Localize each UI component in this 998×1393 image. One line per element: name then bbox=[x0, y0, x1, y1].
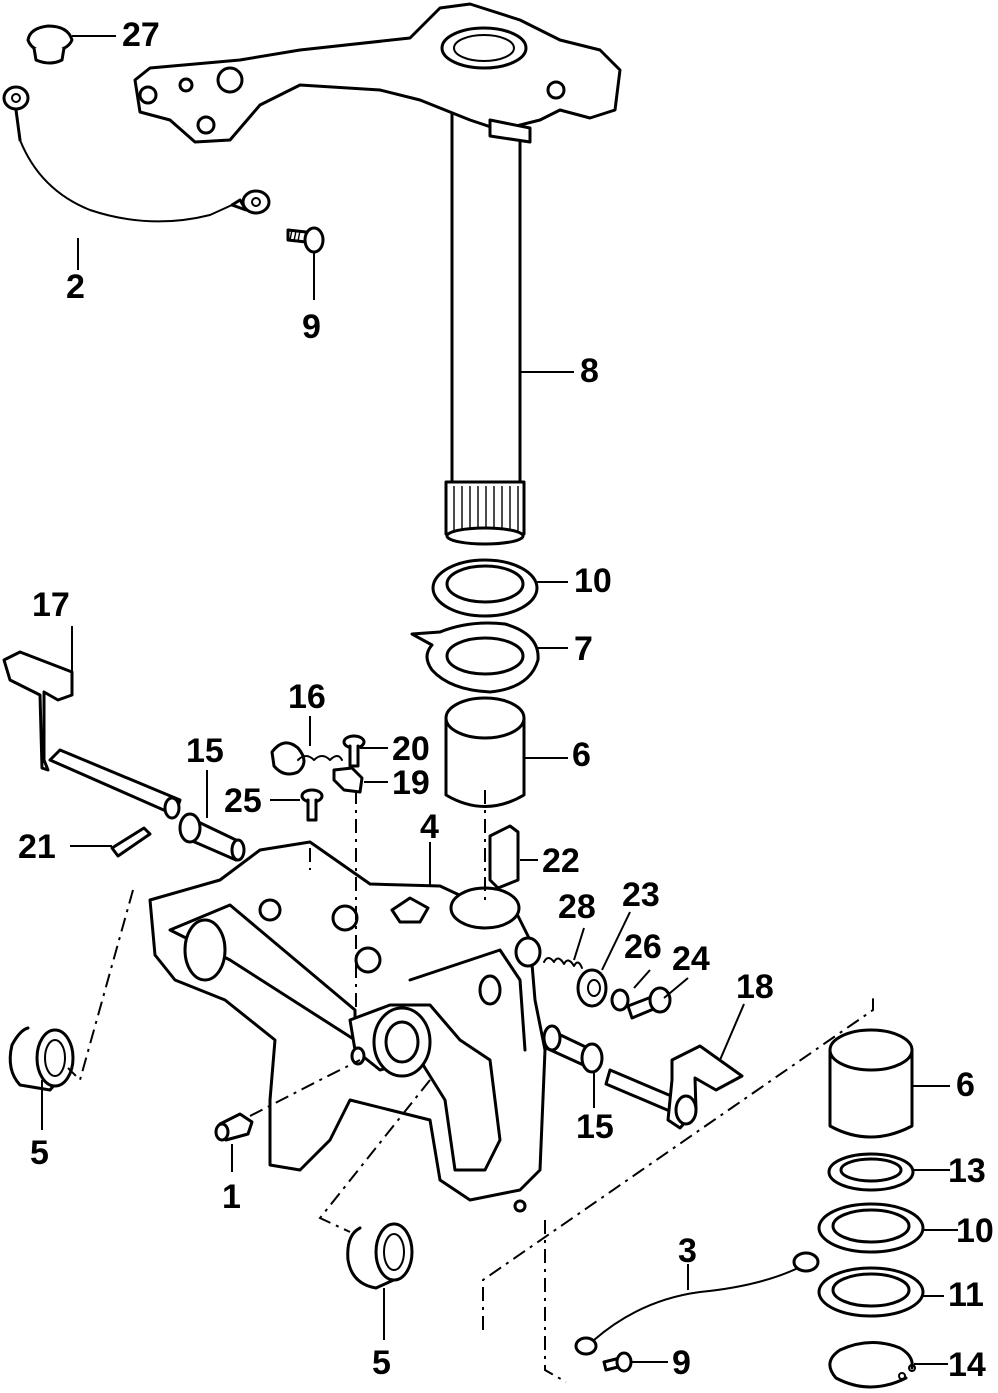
callout-7: 7 bbox=[574, 630, 593, 668]
callout-23: 23 bbox=[622, 876, 660, 914]
callout-28: 28 bbox=[558, 888, 596, 926]
callout-22: 22 bbox=[542, 842, 580, 880]
callout-9-top: 9 bbox=[302, 308, 321, 346]
part-bushing-5-bottom bbox=[346, 1222, 414, 1290]
callout-18: 18 bbox=[736, 968, 774, 1006]
part-spring-16 bbox=[270, 741, 343, 776]
part-snap-ring-14 bbox=[828, 1341, 916, 1389]
part-washer-10-top bbox=[431, 558, 539, 618]
callout-9-bottom: 9 bbox=[672, 1344, 691, 1382]
part-nut-23 bbox=[576, 968, 608, 1008]
part-ground-wire-bottom bbox=[574, 1251, 820, 1356]
leader-lines bbox=[41, 35, 958, 1365]
callout-6-top: 6 bbox=[572, 736, 591, 774]
callout-27: 27 bbox=[122, 16, 160, 54]
part-screw-bottom bbox=[602, 1351, 633, 1373]
part-screw-25 bbox=[300, 788, 324, 822]
part-washer-26 bbox=[610, 988, 630, 1012]
callout-3: 3 bbox=[678, 1232, 697, 1270]
callout-14: 14 bbox=[948, 1346, 986, 1384]
part-tilt-lever-17 bbox=[2, 650, 182, 820]
callout-15-right: 15 bbox=[576, 1108, 614, 1146]
callout-6-right: 6 bbox=[956, 1066, 975, 1104]
part-clamp-bracket-4 bbox=[148, 840, 547, 1213]
part-lock-plate bbox=[410, 621, 540, 694]
part-insert-22 bbox=[488, 824, 520, 890]
callout-11: 11 bbox=[948, 1276, 984, 1314]
callout-labels: 27 2 9 8 10 7 17 16 15 20 25 19 6 4 21 2… bbox=[18, 16, 994, 1384]
part-washer-10-bottom bbox=[817, 1202, 925, 1254]
part-tilt-lever-18 bbox=[604, 1044, 744, 1130]
callout-15-left: 15 bbox=[186, 732, 224, 770]
callout-24: 24 bbox=[672, 940, 710, 978]
part-swivel-tube bbox=[444, 108, 526, 546]
callout-17: 17 bbox=[32, 586, 70, 624]
assembly-centerlines bbox=[67, 790, 874, 1383]
part-screw-top bbox=[286, 226, 325, 254]
part-bushing-5-left bbox=[8, 1026, 75, 1092]
callout-13: 13 bbox=[948, 1152, 986, 1190]
callout-19: 19 bbox=[392, 764, 430, 802]
part-ring-13 bbox=[827, 1152, 915, 1192]
callout-5-left: 5 bbox=[30, 1134, 49, 1172]
callout-2: 2 bbox=[66, 268, 85, 306]
part-bushing-15-left bbox=[178, 812, 246, 862]
part-plug-cap bbox=[26, 24, 74, 65]
callout-16: 16 bbox=[288, 678, 326, 716]
part-bushing-15-right bbox=[542, 1024, 604, 1074]
part-grease-fitting bbox=[214, 1112, 254, 1142]
part-bushing-6-top bbox=[444, 696, 526, 808]
part-spring-28 bbox=[543, 957, 583, 969]
part-screw-20 bbox=[342, 734, 366, 768]
part-pin-21 bbox=[110, 826, 152, 858]
callout-25: 25 bbox=[224, 782, 262, 820]
callout-10-top: 10 bbox=[574, 562, 612, 600]
part-clip-19 bbox=[332, 766, 364, 794]
callout-21: 21 bbox=[18, 828, 56, 866]
callout-26: 26 bbox=[624, 928, 662, 966]
callout-1: 1 bbox=[222, 1178, 241, 1216]
part-bushing-6-right bbox=[828, 1028, 914, 1139]
part-bolt-24 bbox=[626, 986, 672, 1020]
part-ground-wire-top bbox=[2, 85, 271, 223]
callout-20: 20 bbox=[392, 730, 430, 768]
callout-5-bottom: 5 bbox=[372, 1344, 391, 1382]
callout-10-right: 10 bbox=[956, 1212, 994, 1250]
part-washer-11 bbox=[817, 1266, 925, 1318]
part-steering-arm bbox=[133, 2, 622, 144]
callout-8: 8 bbox=[580, 352, 599, 390]
callout-4: 4 bbox=[420, 808, 439, 846]
